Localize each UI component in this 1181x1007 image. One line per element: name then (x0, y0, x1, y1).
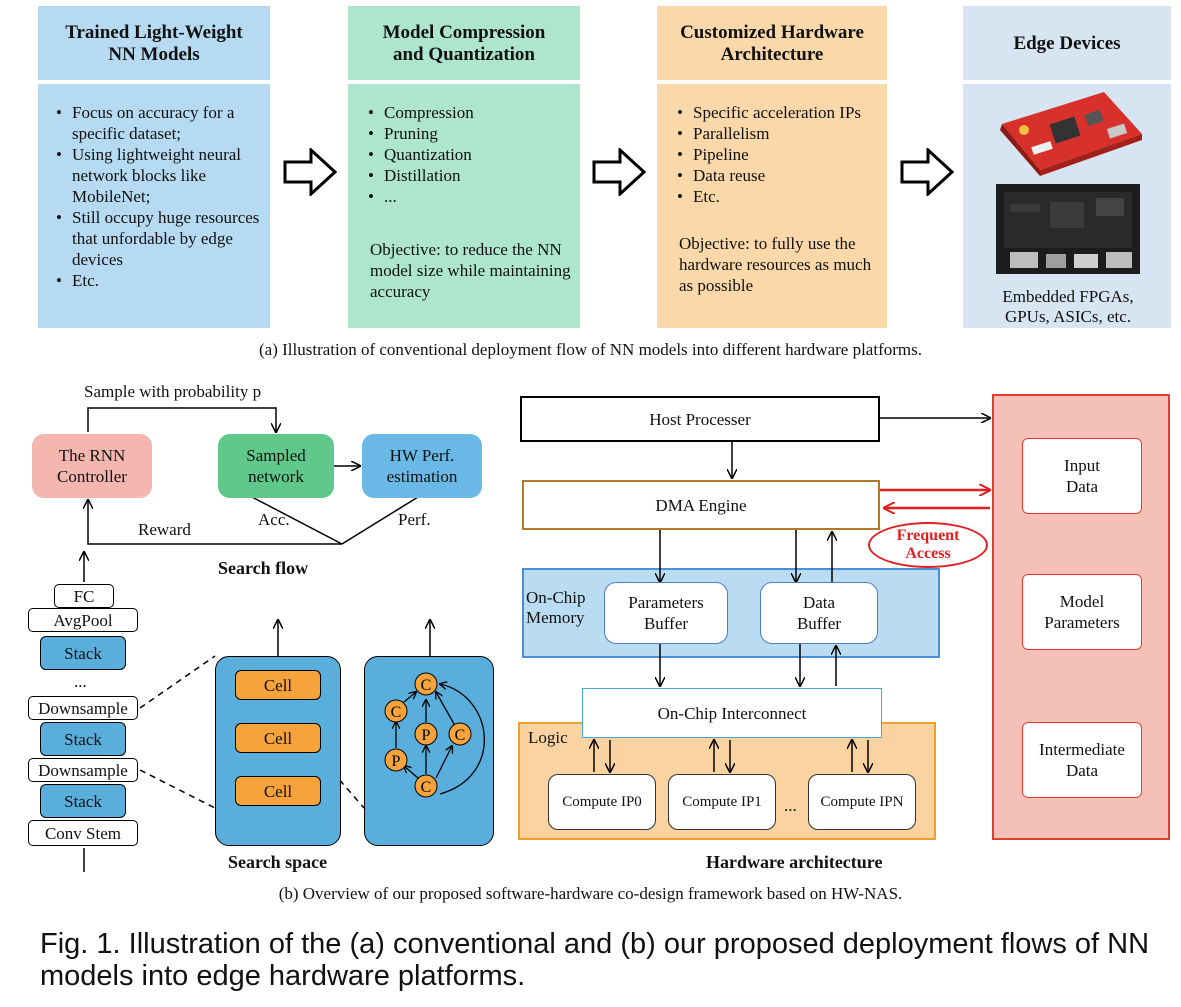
onchip-memory-label: On-Chip Memory (526, 588, 586, 627)
trained-models-title: Trained Light-Weight NN Models (65, 22, 243, 65)
bullet-item: Data reuse (677, 165, 883, 186)
intermediate-data-box: Intermediate Data (1022, 722, 1142, 798)
bullet-item: Focus on accuracy for a specific dataset… (56, 102, 270, 144)
conv-stem-block: Conv Stem (28, 820, 138, 846)
bullet-item: Parallelism (677, 123, 883, 144)
bullet-item: Etc. (56, 270, 270, 291)
svg-text:C: C (421, 677, 432, 694)
parameters-buffer-box: Parameters Buffer (604, 582, 728, 644)
node-c-top: C (414, 672, 438, 696)
compression-title: Model Compression and Quantization (382, 22, 546, 65)
bullet-item: Distillation (368, 165, 576, 186)
downsample-block: Downsample (28, 758, 138, 782)
stack-block: Stack (40, 636, 126, 670)
compute-ip0-box: Compute IP0 (548, 774, 656, 830)
reward-label: Reward (138, 520, 191, 539)
header-divider-3 (657, 80, 887, 84)
hollow-arrow-icon (283, 148, 337, 196)
cell-graph-edges (364, 656, 485, 795)
bullet-item: Pruning (368, 123, 576, 144)
hw-connectors (500, 390, 1181, 860)
hollow-arrow-icon (900, 148, 954, 196)
bullet-item: Etc. (677, 186, 883, 207)
stack-block: Stack (40, 722, 126, 756)
compute-ip-ellipsis: ... (784, 796, 797, 815)
svg-text:C: C (455, 727, 466, 744)
header-divider-2 (348, 80, 580, 84)
bullet-item: Still occupy huge resources that unforda… (56, 207, 270, 270)
bullet-item: Using lightweight neural network blocks … (56, 144, 270, 207)
logic-label: Logic (528, 728, 568, 747)
search-space-title: Search space (228, 852, 328, 872)
bullet-item: Specific acceleration IPs (677, 102, 883, 123)
bullet-item: Pipeline (677, 144, 883, 165)
onchip-interconnect-box: On-Chip Interconnect (582, 688, 882, 738)
edge-devices-label: Embedded FPGAs, GPUs, ASICs, etc. (1002, 287, 1134, 326)
compute-ipn-box: Compute IPN (808, 774, 916, 830)
cell-graph-nodes: C C P C P C (384, 672, 472, 798)
node-c-left: C (384, 699, 408, 723)
panel-edge-devices (963, 6, 1171, 328)
svg-text:P: P (392, 753, 401, 770)
trained-models-body: Focus on accuracy for a specific dataset… (40, 102, 270, 291)
cell-block: Cell (235, 723, 321, 753)
host-processor-box: Host Processer (520, 396, 880, 442)
edge-devices-title: Edge Devices (1013, 33, 1121, 54)
svg-text:C: C (391, 704, 402, 721)
caption-b: (b) Overview of our proposed software-ha… (278, 884, 903, 903)
node-p-left: P (384, 748, 408, 772)
hardware-objective: Objective: to fully use the hardware res… (679, 234, 872, 295)
cell-block: Cell (235, 670, 321, 700)
gpu-board-image (996, 184, 1140, 274)
cell-block: Cell (235, 776, 321, 806)
perf-label: Perf. (398, 510, 431, 529)
node-c-bottom: C (414, 774, 438, 798)
svg-text:C: C (421, 779, 432, 796)
bullet-item: Compression (368, 102, 576, 123)
hardware-title: Customized Hardware Architecture (680, 22, 864, 65)
bullet-item: ... (368, 186, 576, 207)
bullet-item: Quantization (368, 144, 576, 165)
sample-probability-label: Sample with probability p (84, 382, 262, 401)
node-c-right: C (448, 722, 472, 746)
stack-ellipsis: ... (74, 672, 87, 691)
sampled-network-box: Sampled network (218, 434, 334, 498)
caption-a: (a) Illustration of conventional deploym… (259, 340, 922, 359)
hardware-body: Specific acceleration IPs Parallelism Pi… (661, 102, 883, 296)
compute-ip1-box: Compute IP1 (668, 774, 776, 830)
search-flow-title: Search flow (218, 558, 309, 578)
fc-block: FC (54, 584, 114, 608)
node-p-middle: P (414, 722, 438, 746)
input-data-box: Input Data (1022, 438, 1142, 514)
hw-perf-estimation-box: HW Perf. estimation (362, 434, 482, 498)
hardware-architecture-title: Hardware architecture (706, 852, 883, 872)
svg-text:P: P (422, 727, 431, 744)
data-buffer-box: Data Buffer (760, 582, 878, 644)
search-flow-connectors (0, 407, 419, 545)
dma-engine-box: DMA Engine (522, 480, 880, 530)
header-divider-4 (963, 80, 1171, 84)
rnn-controller-box: The RNN Controller (32, 434, 152, 498)
compression-body: Compression Pruning Quantization Distill… (352, 102, 576, 302)
downsample-block: Downsample (28, 696, 138, 720)
hollow-arrow-icon (592, 148, 646, 196)
acc-label: Acc. (258, 510, 290, 529)
avgpool-block: AvgPool (28, 608, 138, 632)
model-parameters-box: Model Parameters (1022, 574, 1142, 650)
header-divider-1 (38, 80, 270, 84)
compression-objective: Objective: to reduce the NN model size w… (370, 240, 571, 301)
fpga-board-image (1000, 92, 1142, 176)
figure-caption: Fig. 1. Illustration of the (a) conventi… (40, 928, 1150, 992)
stack-block: Stack (40, 784, 126, 818)
frequent-access-badge: Frequent Access (868, 522, 988, 568)
